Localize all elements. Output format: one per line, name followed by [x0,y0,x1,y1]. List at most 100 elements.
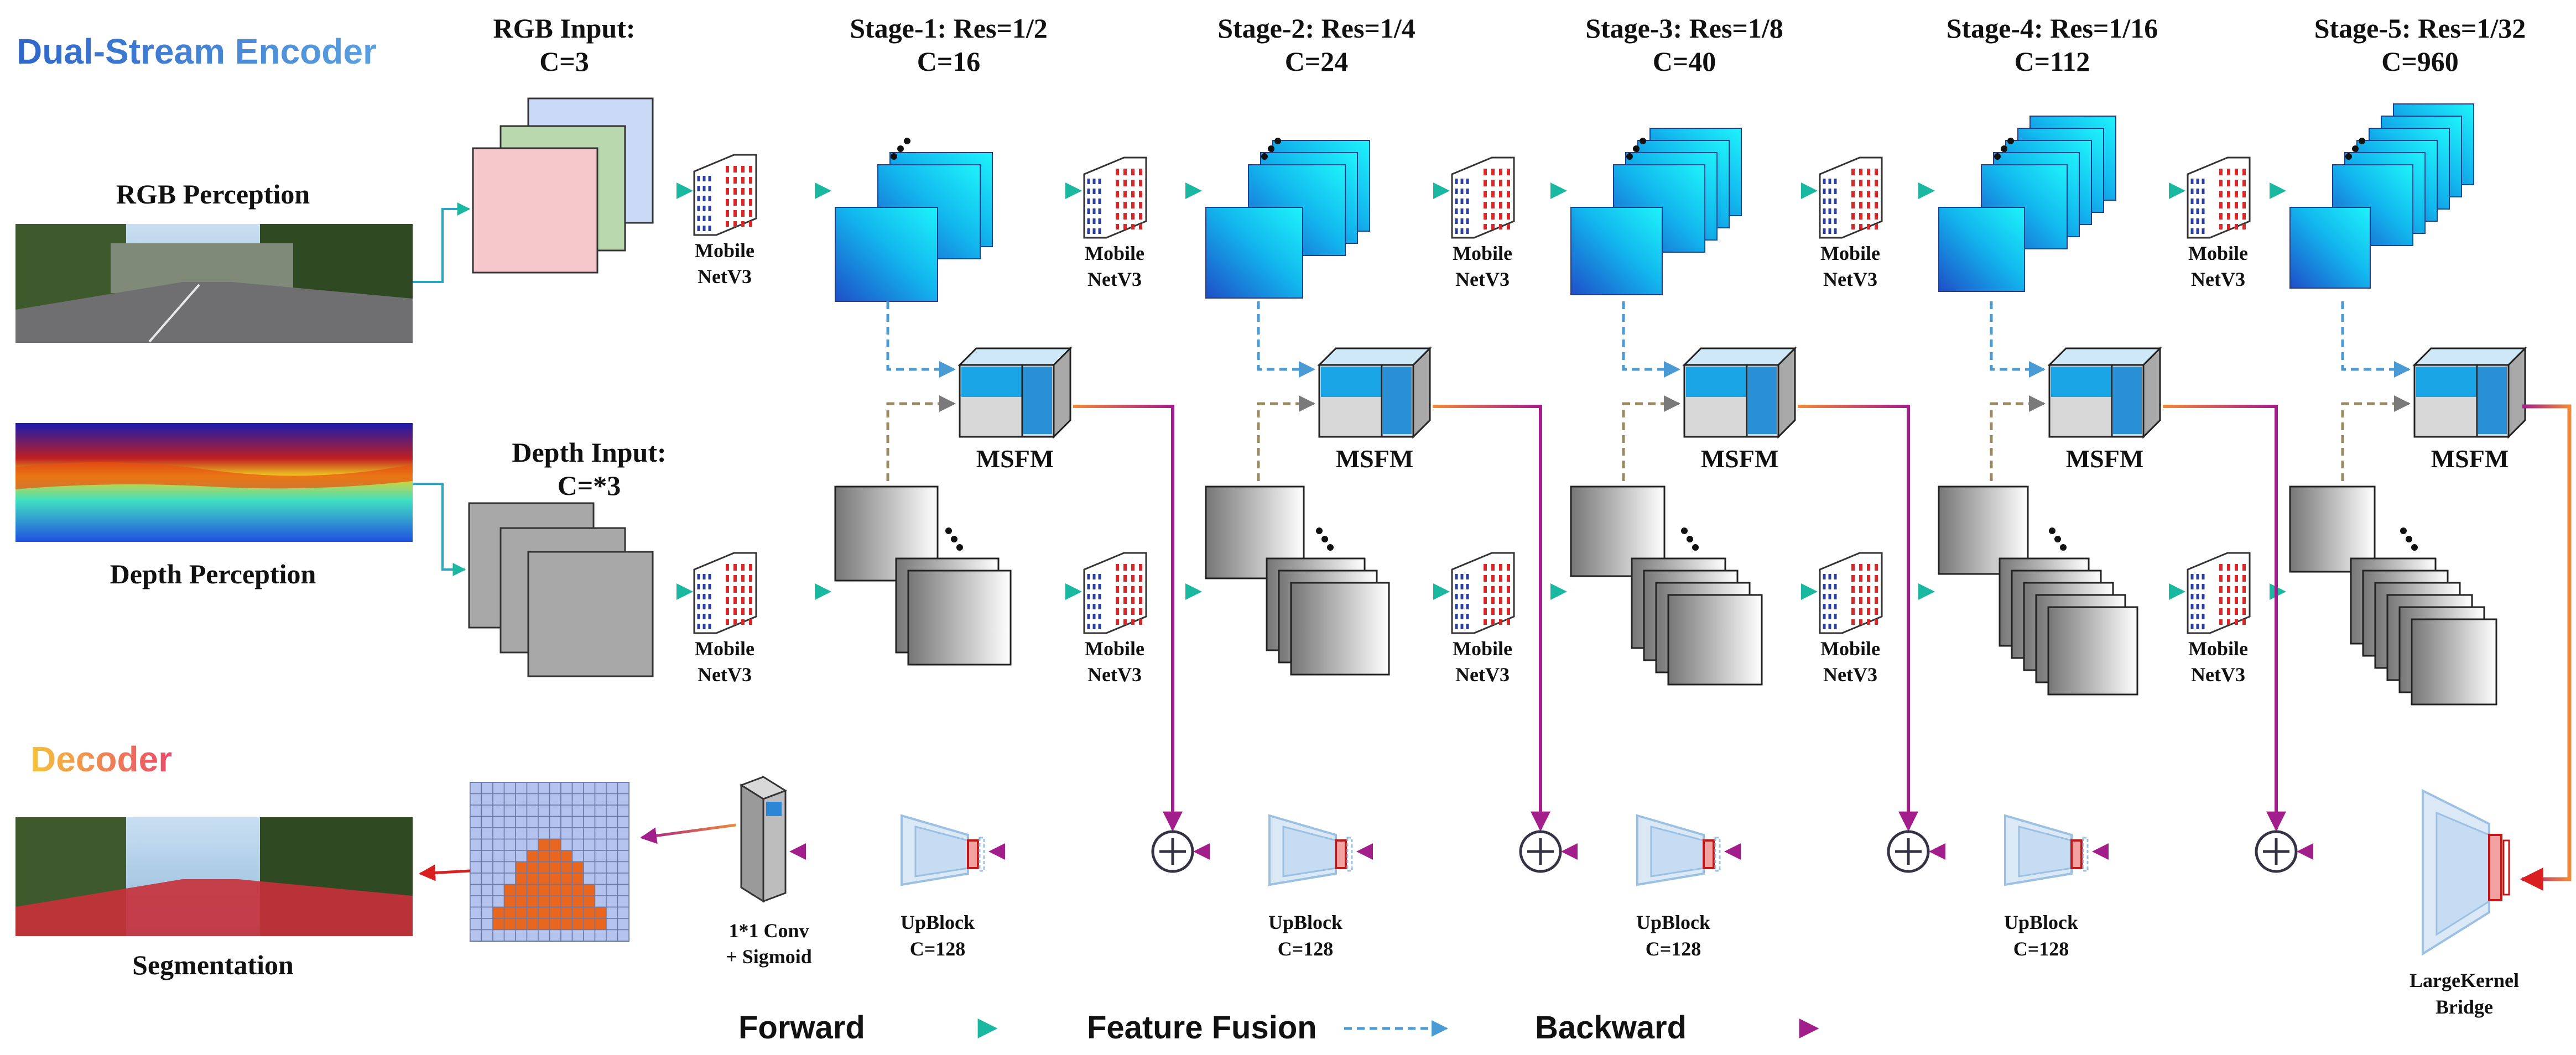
msfm-stage-3 [1682,346,1797,439]
upblock-2-channels: C=128 [1278,938,1334,960]
stage-1-depth-features [834,485,1012,666]
grid-to-output-arrow [419,864,471,881]
mobilenet-rgb-4 [1819,156,1883,239]
upblock-4-channels: C=128 [2013,938,2069,960]
add-node-3 [1887,830,1930,873]
stage-4-title: Stage-4: Res=1/16 [1947,13,2158,44]
stage-5-title: Stage-5: Res=1/32 [2314,13,2526,44]
conv-label-line2: + Sigmoid [726,946,812,968]
encoder-stages: MobileNetV3MobileNetV3MSFMMobileNetV3Mob… [661,103,2527,706]
segmentation-label: Segmentation [132,949,294,980]
mobilenet-depth-4-label-1: Mobile [1820,638,1880,660]
mobilenet-rgb-4-label-2: NetV3 [1823,268,1877,290]
mobilenet-depth-2 [1083,552,1147,634]
mobilenet-depth-5 [2187,552,2251,634]
mobilenet-depth-4-label-2: NetV3 [1823,664,1877,686]
rgb-to-input-arrow [413,202,471,283]
mobilenet-depth-2-label-2: NetV3 [1087,664,1142,686]
msfm4-to-add4-arrow [2163,405,2286,832]
mobilenet-rgb-2-label-2: NetV3 [1087,268,1142,290]
upblock-3-channels: C=128 [1646,938,1701,960]
mobilenet-rgb-1-label-1: Mobile [695,239,754,262]
stage-2-rgb-features [1205,138,1370,299]
mobilenet-rgb-3-label-2: NetV3 [1455,268,1510,290]
depth-input-title: Depth Input: [512,437,666,468]
msfm5-to-bridge-arrow [2520,404,2572,891]
mobilenet-depth-5-label-2: NetV3 [2191,664,2245,686]
rgb-input-stack [472,97,654,274]
decoder-title: Decoder [30,739,172,779]
msfm1-to-add1-arrow [1073,405,1183,832]
stage-5-channels: C=960 [2381,46,2459,77]
upblock-2-label: UpBlock [1268,911,1342,933]
mobilenet-depth-3 [1451,552,1515,634]
stage-1-channels: C=16 [917,46,981,77]
upblock-1 [901,814,985,886]
stage-2-channels: C=24 [1285,46,1349,77]
rgb-road-image [15,224,413,343]
mobilenet-depth-3-label-2: NetV3 [1455,664,1510,686]
msfm-stage-2 [1317,346,1432,439]
depth-map-image [15,423,413,542]
upblock-3 [1636,814,1721,886]
mobilenet-depth-2-label-1: Mobile [1085,638,1144,660]
stage-4-depth-features [1938,485,2138,696]
mobilenet-rgb-2 [1083,156,1147,239]
mobilenet-depth-5-label-1: Mobile [2188,638,2248,660]
mobilenet-rgb-1 [693,154,757,236]
stage-headers: Stage-1: Res=1/2 C=16 Stage-2: Res=1/4 C… [850,13,2526,77]
conv-label-line1: 1*1 Conv [728,920,809,942]
msfm-stage-5-label: MSFM [2431,445,2509,473]
largekernel-bridge [2422,788,2510,956]
upblock-3-label: UpBlock [1636,911,1710,933]
mobilenet-depth-3-label-1: Mobile [1453,638,1512,660]
msfm-stage-4 [2047,346,2162,439]
mobilenet-rgb-5-label-2: NetV3 [2191,268,2245,290]
legend-forward-label: Forward [738,1010,865,1046]
upblock-4-label: UpBlock [2004,911,2078,933]
add-node-4 [2255,830,2298,873]
stage-2-depth-features [1205,485,1390,676]
stage-1-rgb-features [835,138,993,302]
mobilenet-depth-1-label-2: NetV3 [698,664,752,686]
mobilenet-rgb-3-label-1: Mobile [1453,242,1512,264]
msfm-stage-3-label: MSFM [1701,445,1779,473]
mobilenet-rgb-5 [2187,156,2251,239]
depth-to-input-arrow [413,483,466,576]
legend: Forward Feature Fusion Backward [738,1010,1819,1046]
msfm-stage-5 [2412,346,2527,439]
stage-3-title: Stage-3: Res=1/8 [1585,13,1783,44]
mobilenet-rgb-2-label-1: Mobile [1085,242,1144,264]
stage-5-rgb-features [2289,103,2474,289]
rgb-input-title: RGB Input: [493,13,635,44]
depth-perception-label: Depth Perception [110,558,316,589]
msfm-stage-4-label: MSFM [2066,445,2144,473]
conv-to-grid-arrow [640,823,736,844]
msfm-stage-1-label: MSFM [976,445,1054,473]
upblock-1-label: UpBlock [901,911,975,933]
stage-1-title: Stage-1: Res=1/2 [850,13,1048,44]
legend-backward-label: Backward [1535,1010,1687,1046]
depth-input-stack [468,502,654,677]
msfm-stage-1 [957,346,1073,439]
stage-4-rgb-features [1938,116,2116,292]
msfm-stage-2-label: MSFM [1336,445,1414,473]
msfm3-to-add3-arrow [1798,405,1918,832]
bridge-label-line1: LargeKernel [2410,969,2519,991]
mobilenet-rgb-4-label-1: Mobile [1820,242,1880,264]
add-node-2 [1519,830,1562,873]
conv-sigmoid-block [739,776,788,903]
stage-2-title: Stage-2: Res=1/4 [1217,13,1416,44]
upblock-1-channels: C=128 [910,938,966,960]
upblock-4 [2004,814,2089,886]
encoder-title: Dual-Stream Encoder [17,32,377,71]
depth-input-channels: C=*3 [558,470,621,501]
stage-5-depth-features [2289,485,2497,706]
bridge-label-line2: Bridge [2436,996,2493,1018]
stage-3-depth-features [1570,485,1763,686]
segmentation-image [15,817,413,936]
segmentation-grid [470,782,629,942]
mobilenet-depth-1 [693,552,757,634]
